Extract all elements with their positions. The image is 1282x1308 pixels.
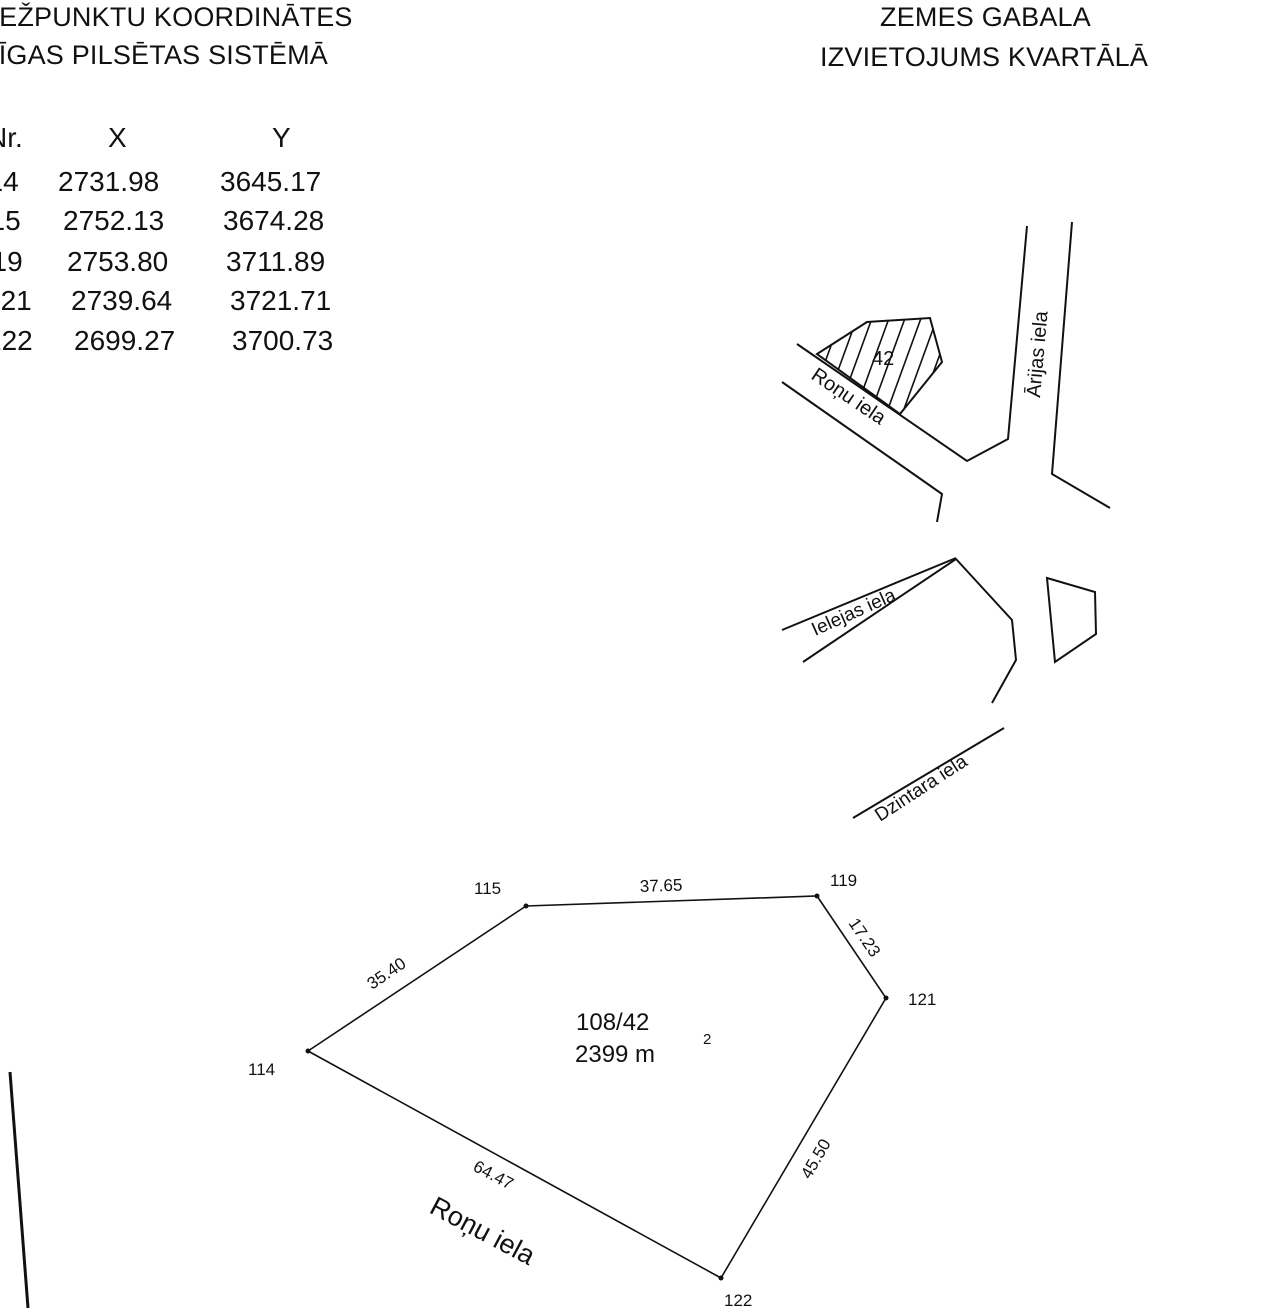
row-nr: 121 <box>0 285 32 316</box>
row-x: 2753.80 <box>67 246 169 277</box>
row-y: 3645.17 <box>220 166 322 197</box>
point-label-122: 122 <box>724 1291 752 1308</box>
dzintara-street-edge <box>852 727 1005 819</box>
ielejas-street-north-edge <box>781 557 957 631</box>
row-nr: 114 <box>0 166 19 197</box>
edge-length-121-122: 45.50 <box>797 1136 835 1182</box>
map-title-line2: IZVIETOJUMS KVARTĀLĀ <box>820 42 1149 72</box>
coordinates-title-line1: ROBEŽPUNKTU KOORDINĀTES <box>0 2 353 32</box>
arijas-street-label: Ārijas iela <box>1022 309 1053 398</box>
location-map <box>781 221 1111 819</box>
row-nr: 115 <box>0 205 21 236</box>
point-label-114: 114 <box>248 1060 275 1079</box>
parcel-id: 108/42 <box>576 1009 649 1036</box>
point-label-115: 115 <box>474 879 501 898</box>
parcel-area: 2399 m <box>575 1041 655 1068</box>
ronu-street-north-edge <box>796 225 1028 463</box>
col-header-nr: Nr. <box>0 122 23 153</box>
row-x: 2699.27 <box>74 325 176 356</box>
small-parcel <box>1045 576 1098 664</box>
row-x: 2731.98 <box>58 166 160 197</box>
coordinates-title-line2: RĪGAS PILSĒTAS SISTĒMĀ <box>0 40 328 70</box>
parcel-42-outline <box>815 316 944 416</box>
ronu-ielejas-corner <box>781 381 944 523</box>
parcel-plan <box>305 893 889 1281</box>
ielejas-dzintara-corner <box>802 557 1018 704</box>
map-title-line1: ZEMES GABALA <box>880 2 1091 32</box>
boundary-points <box>305 893 889 1281</box>
row-y: 3721.71 <box>230 285 332 316</box>
row-y: 3700.73 <box>232 325 334 356</box>
row-nr: 122 <box>0 325 33 356</box>
margin-line <box>8 1071 30 1308</box>
edge-length-115-119: 37.65 <box>639 876 682 896</box>
row-y: 3674.28 <box>223 205 325 236</box>
parcel-boundary <box>306 895 887 1280</box>
row-y: 3711.89 <box>226 246 326 277</box>
col-header-x: X <box>108 122 127 153</box>
col-header-y: Y <box>272 122 291 153</box>
edge-length-119-121: 17.23 <box>845 915 885 961</box>
point-label-121: 121 <box>908 990 936 1009</box>
row-x: 2752.13 <box>63 205 165 236</box>
ronu-street-label-plan: Roņu iela <box>425 1191 541 1272</box>
row-x: 2739.64 <box>71 285 173 316</box>
parcel-area-superscript: 2 <box>703 1031 711 1048</box>
dzintara-street-label: Dzintara iela <box>871 751 971 826</box>
parcel-42-label: 42 <box>872 348 894 370</box>
point-label-119: 119 <box>830 871 857 890</box>
row-nr: 119 <box>0 246 23 277</box>
arijas-street-east-edge <box>1050 221 1111 509</box>
